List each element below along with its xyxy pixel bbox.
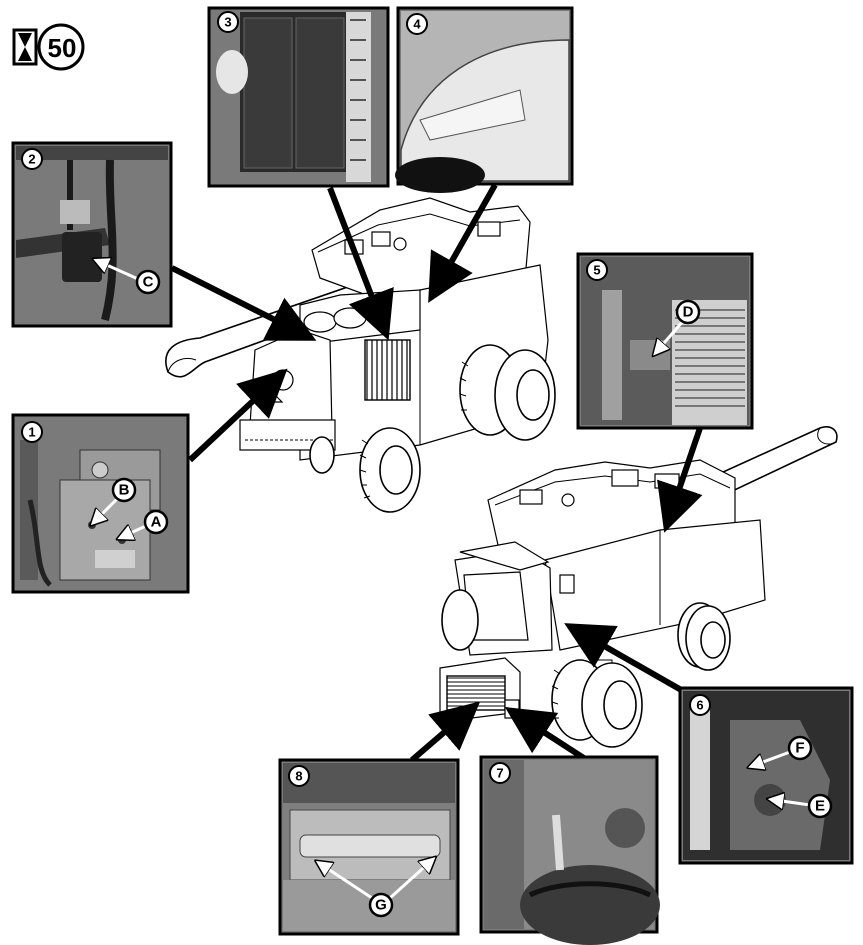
detail-view-8: 8 G <box>278 758 460 936</box>
callout-g: G <box>375 897 387 914</box>
view-6-number: 6 <box>696 698 703 713</box>
detail-view-2: 2 C <box>11 141 173 328</box>
view-1-number: 1 <box>28 425 35 440</box>
detail-view-5: 5 D <box>576 252 754 430</box>
detail-view-3: 3 <box>207 6 390 188</box>
combine-rear-view <box>165 197 556 513</box>
view-4-number: 4 <box>413 17 421 32</box>
view-8-number: 8 <box>295 769 302 784</box>
service-interval-badge: 50 <box>12 23 85 71</box>
interval-circle <box>37 23 85 71</box>
callout-c: C <box>143 274 154 291</box>
arrow-view-3 <box>327 186 394 341</box>
arrow-view-7 <box>504 706 592 765</box>
view-7-number: 7 <box>496 766 503 781</box>
detail-view-4: 4 <box>395 6 574 193</box>
detail-view-7: 7 <box>479 755 660 945</box>
arrow-view-2 <box>170 265 317 341</box>
hourglass-icon <box>12 28 38 66</box>
callout-a: A <box>151 514 162 531</box>
interval-hours: 50 <box>48 33 77 63</box>
arrow-view-4 <box>428 183 498 303</box>
detail-view-6: 6 F E <box>678 686 854 865</box>
view-3-number: 3 <box>224 15 231 30</box>
detail-view-1: 1 B A <box>11 413 190 594</box>
arrow-view-5 <box>657 427 703 533</box>
pointer-arrows <box>170 183 703 765</box>
callout-d: D <box>683 304 694 321</box>
callout-e: E <box>815 798 825 815</box>
view-2-number: 2 <box>28 152 35 167</box>
callout-f: F <box>795 740 804 757</box>
arrow-view-8 <box>410 701 481 763</box>
arrow-view-1 <box>187 368 288 463</box>
callout-b: B <box>119 482 130 499</box>
arrow-view-6 <box>564 623 692 698</box>
view-5-number: 5 <box>593 263 600 278</box>
